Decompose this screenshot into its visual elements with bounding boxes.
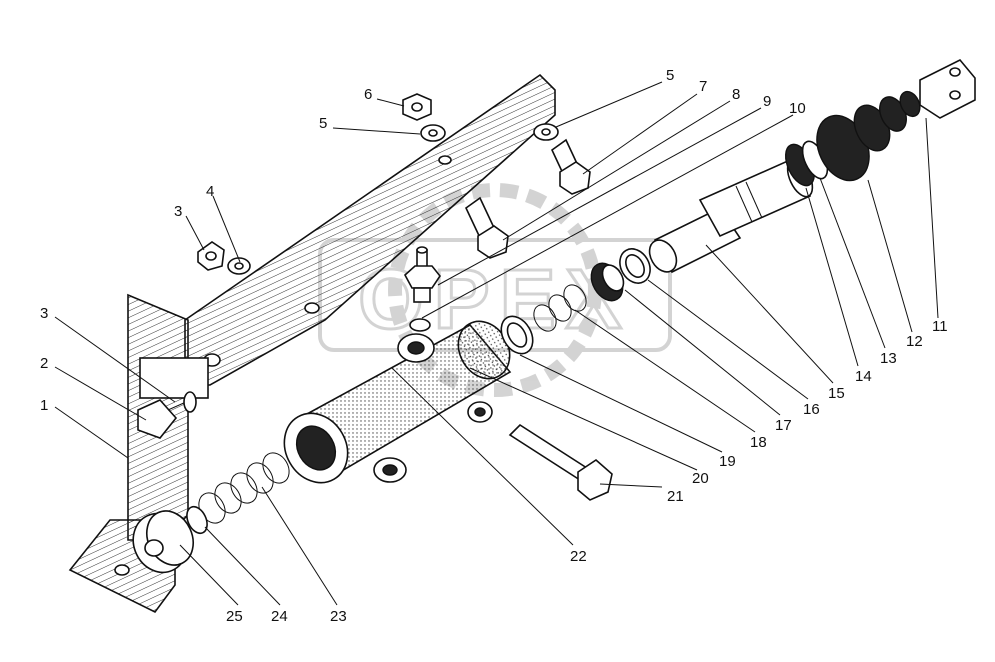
callout-21: 21 [667,488,684,505]
callout-9: 9 [763,93,771,110]
callout-6: 6 [364,86,372,103]
callout-8: 8 [732,86,740,103]
callout-18: 18 [750,434,767,451]
callout-2: 2 [40,355,48,372]
part-11-clevis [919,59,976,119]
callout-labels: 1 2 3 3 4 5 5 6 7 8 9 10 11 12 13 14 15 … [40,67,948,625]
part-3-nut [197,241,225,271]
part-21-bolt [508,423,613,501]
callout-3: 3 [174,203,182,220]
part-4-washer [227,257,251,275]
callout-19: 19 [719,453,736,470]
part-12-boot [816,90,921,182]
callout-23: 23 [330,608,347,625]
callout-25: 25 [226,608,243,625]
part-7-bolt [550,138,591,195]
part-5-washer-right [533,123,559,141]
callout-24: 24 [271,608,288,625]
callout-7: 7 [699,78,707,95]
callout-17: 17 [775,417,792,434]
callout-4: 4 [206,183,214,200]
callout-12: 12 [906,333,923,350]
part-6-nut [402,93,432,121]
part-23-spring [198,452,290,524]
callout-15: 15 [828,385,845,402]
part-18-cup [590,262,625,302]
callout-13: 13 [880,350,897,367]
part-2-bolt [137,357,209,439]
part-24-gasket [186,505,208,535]
part-9-bleeder [403,246,441,332]
callout-10: 10 [789,100,806,117]
leader-lines [54,81,939,606]
callout-22: 22 [570,548,587,565]
part-5-washer [420,124,446,142]
part-20-ring [500,315,534,355]
callout-20: 20 [692,470,709,487]
callout-3: 3 [40,305,48,322]
part-19-spring [533,284,587,332]
part-8-bolt [464,196,509,259]
part-17-ring [619,248,651,284]
callout-16: 16 [803,401,820,418]
callout-5: 5 [319,115,327,132]
callout-14: 14 [855,368,872,385]
part-25-plug [132,510,194,574]
part-22-cylinder [283,320,512,484]
callout-11: 11 [932,318,948,335]
callout-1: 1 [40,397,48,414]
callout-5: 5 [666,67,674,84]
